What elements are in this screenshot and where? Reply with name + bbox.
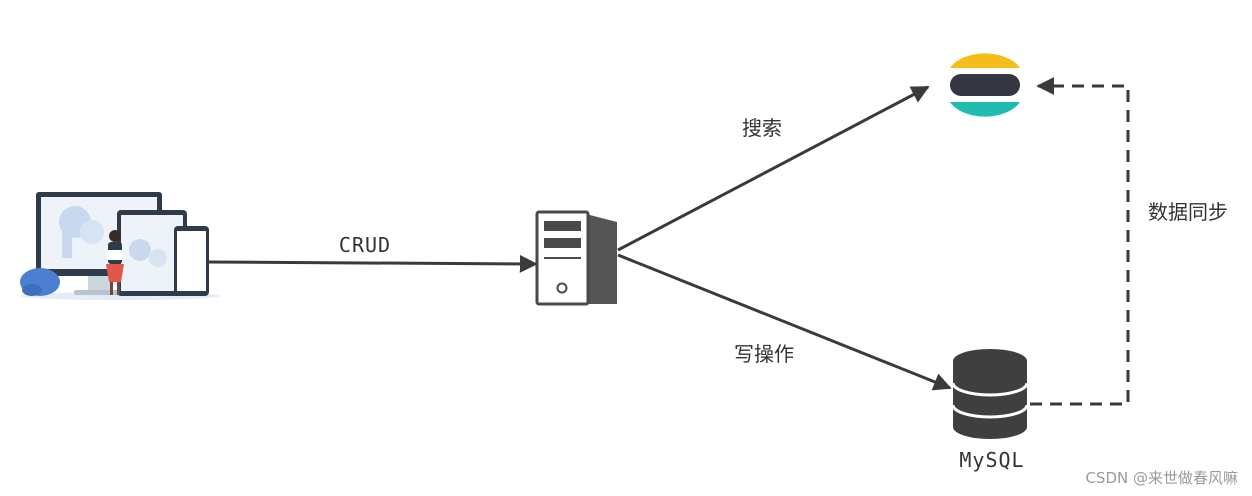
mysql-label: MySQL <box>959 448 1024 472</box>
sync-dashed-arrow <box>1030 77 1130 406</box>
crud-label: CRUD <box>339 233 391 257</box>
crud-arrow <box>206 254 538 273</box>
watermark: CSDN @来世做春风嘛 <box>1085 469 1238 487</box>
write-arrow <box>617 253 952 391</box>
sync-label: 数据同步 <box>1148 200 1228 224</box>
write-label: 写操作 <box>734 342 794 366</box>
search-label: 搜索 <box>742 116 782 140</box>
client-devices-icon <box>20 192 220 300</box>
search-arrow <box>617 85 930 252</box>
server-icon <box>535 210 617 306</box>
elasticsearch-logo-icon <box>950 53 1020 117</box>
database-icon <box>951 349 1029 439</box>
